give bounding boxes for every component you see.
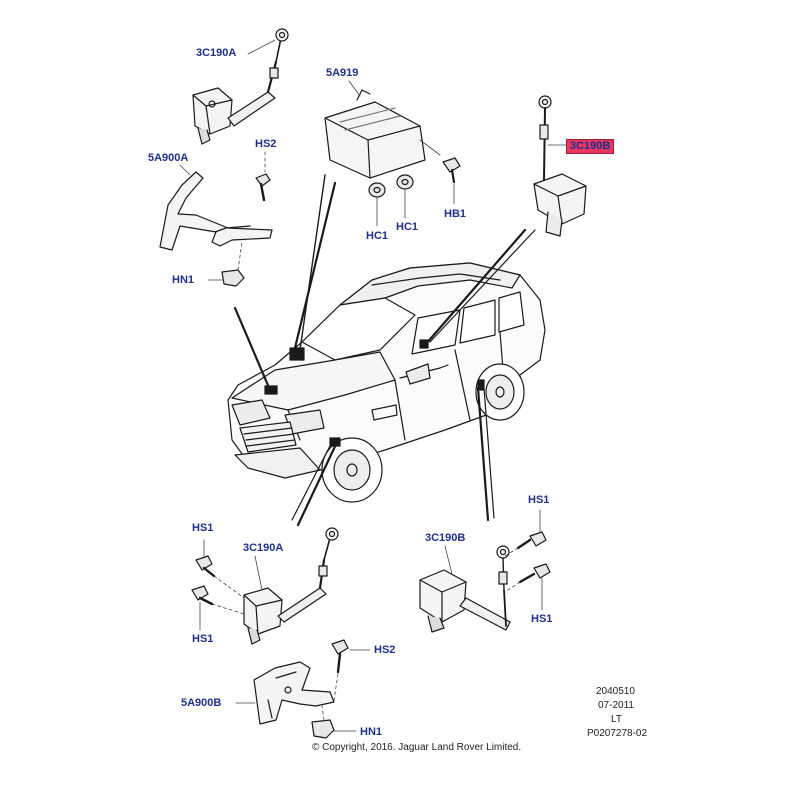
callout-hn1-top: HN1 xyxy=(172,274,195,286)
callout-hs1-right-bottom: HS1 xyxy=(531,613,553,625)
callout-5a900b: 5A900B xyxy=(181,697,222,709)
diagram-lt: LT xyxy=(611,714,622,725)
vehicle-illustration xyxy=(227,262,546,503)
hs2-bolt-bottom-part xyxy=(331,639,371,701)
hs1-bolts-left-part xyxy=(191,539,245,631)
callout-hs1-left-bottom: HS1 xyxy=(192,633,214,645)
sensor-3c190a-top-part xyxy=(192,28,289,145)
copyright-notice: © Copyright, 2016. Jaguar Land Rover Lim… xyxy=(312,742,522,753)
callout-hs2-bottom: HS2 xyxy=(374,644,396,656)
sensor-3c190b-top-part xyxy=(533,95,587,237)
sensor-3c190a-bottom-part xyxy=(243,527,339,645)
callout-3c190a-bottom: 3C190A xyxy=(243,542,284,554)
callout-5a900a: 5A900A xyxy=(148,152,189,164)
hs2-bolt-top-part xyxy=(255,151,271,202)
callout-3c190a-top: 3C190A xyxy=(196,47,237,59)
callout-3c190b-bottom: 3C190B xyxy=(425,532,466,544)
hb1-bolt-part xyxy=(442,157,461,205)
callout-hs1-right-top: HS1 xyxy=(528,494,550,506)
hn1-nut-top-part xyxy=(207,241,245,287)
diagram-code: 2040510 xyxy=(596,686,635,697)
diagram-date: 07-2011 xyxy=(598,700,634,711)
callout-hc1-right: HC1 xyxy=(396,221,419,233)
callout-5a919: 5A919 xyxy=(326,67,359,79)
diagram-reference: P0207278-02 xyxy=(587,728,648,739)
callout-3c190b-top-highlighted: 3C190B xyxy=(566,139,615,154)
callout-hc1-left: HC1 xyxy=(366,230,389,242)
hs1-bolts-right-part xyxy=(504,509,551,611)
hc1-grommets-part xyxy=(368,174,414,227)
callout-hb1: HB1 xyxy=(444,208,467,220)
sensor-3c190b-bottom-part xyxy=(419,545,511,633)
leader-3c190a-top xyxy=(247,39,276,55)
callout-hs1-left-top: HS1 xyxy=(192,522,214,534)
module-5a919-part xyxy=(324,80,441,179)
bracket-5a900a-part xyxy=(159,171,273,251)
callout-hs2-top: HS2 xyxy=(255,138,277,150)
hn1-nut-bottom-part xyxy=(311,705,357,739)
bracket-5a900b-part xyxy=(235,661,335,725)
callout-hn1-bottom: HN1 xyxy=(360,726,383,738)
leader-lines xyxy=(233,174,536,527)
